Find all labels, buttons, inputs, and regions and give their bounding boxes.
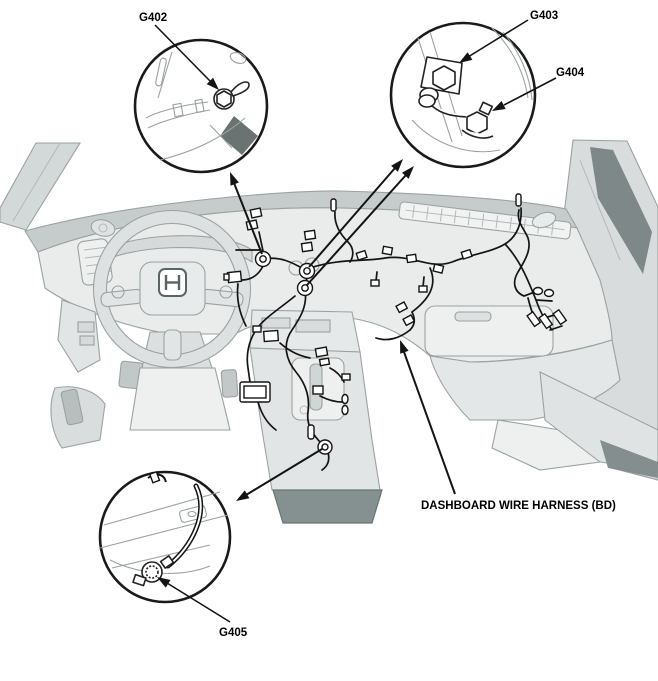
callout-arrows (154, 19, 557, 623)
g403-ground-bolt (418, 56, 463, 108)
label-g405: G405 (219, 627, 248, 639)
harness-connectors (223, 193, 568, 440)
footwell (129, 367, 231, 431)
arrow-to-g403-callout-2 (306, 166, 414, 286)
right-floor (491, 371, 658, 478)
g403-g404-detail-art (411, 27, 533, 153)
g405-ground-wire (165, 483, 204, 569)
diagram-labels: G402 G403 G404 G405 DASHBOARD WIRE HARNE… (139, 10, 616, 639)
ground-ring-g402 (254, 250, 272, 268)
callout-circle-g402 (133, 38, 269, 174)
ground-ring-g403 (298, 262, 316, 280)
dashboard-wire-harness (223, 193, 568, 471)
g402-detail-art (145, 51, 258, 161)
console-front (272, 489, 383, 524)
label-g404: G404 (556, 67, 585, 79)
honda-logo-icon (158, 268, 187, 297)
left-door-lower (57, 299, 101, 373)
arrow-harness-label (400, 340, 456, 495)
label-dashboard-harness: DASHBOARD WIRE HARNESS (BD) (421, 500, 616, 512)
steering-wheel (92, 209, 252, 369)
arrow-to-g402-callout (230, 172, 263, 255)
callout-circle-g403-g404 (389, 21, 537, 169)
arrow-to-g403-callout-1 (308, 159, 403, 268)
right-side-vent (531, 211, 557, 229)
left-a-pillar (0, 142, 81, 231)
glove-box (424, 305, 554, 357)
label-g402: G402 (139, 12, 167, 24)
center-console (249, 347, 383, 524)
center-stack (249, 309, 361, 353)
instrument-hood (91, 235, 253, 270)
g402-ground-bolt (213, 81, 250, 110)
g404-ground-bolt (461, 101, 494, 139)
left-tweeter (90, 219, 116, 237)
label-g403: G403 (530, 10, 558, 22)
leader-g405 (157, 577, 231, 623)
arrow-to-g405-callout (236, 448, 323, 501)
callout-circle-g405 (98, 470, 232, 604)
ground-ring-g405 (317, 439, 333, 455)
car-interior-illustration (0, 139, 658, 524)
leader-g403 (459, 19, 529, 63)
leader-g402 (154, 24, 219, 90)
leader-g404 (492, 77, 557, 111)
